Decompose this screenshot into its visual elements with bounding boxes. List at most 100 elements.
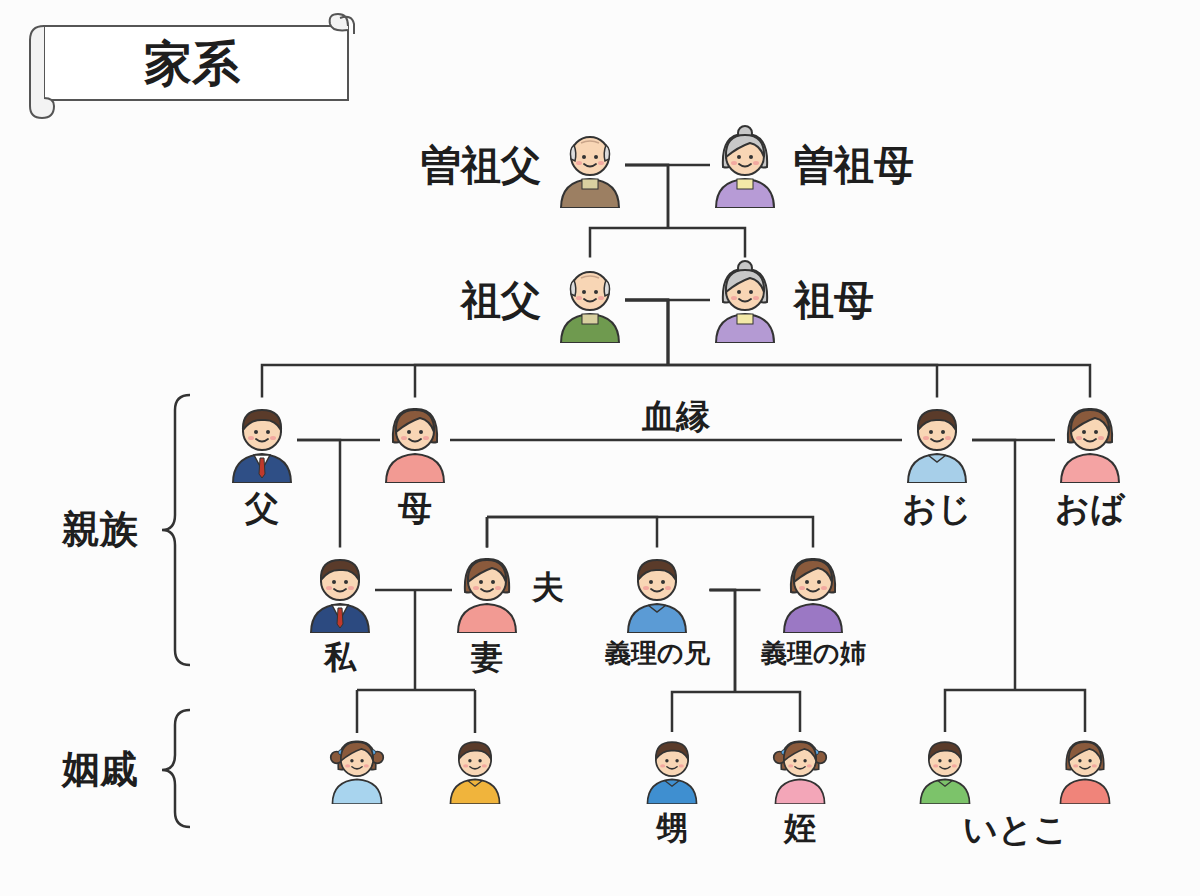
person-icon [778,548,848,633]
person-node: 妻 [452,548,522,676]
group-label: 姻戚 [62,748,138,792]
descent-line [625,300,937,398]
side-hair [570,145,575,161]
cheek [248,436,254,440]
cheek [679,764,684,767]
cheek [731,161,737,165]
body [458,604,516,633]
eye [737,155,741,159]
eye [266,430,270,434]
inner-shirt [737,314,753,324]
eye [350,759,353,762]
descent-line [590,165,668,258]
necktie [337,608,343,628]
hair-front [794,560,832,582]
cheek [753,161,759,165]
head-shine [581,141,599,143]
eye [649,580,653,584]
hair-front [1069,742,1101,761]
icon-row [555,258,625,343]
hair [321,560,359,580]
cheek [1092,764,1097,767]
body [775,779,824,804]
icon-row [642,732,702,804]
person-label: おじ [902,489,972,528]
person-node: 私 [305,548,375,676]
inlaw-bracket [162,710,190,827]
cheek [576,296,582,300]
eye [1088,759,1091,762]
hair [918,410,956,430]
eye [1094,430,1098,434]
child-figure [445,732,505,804]
icon-row [227,398,297,483]
person-icon [327,732,387,804]
hair-front [1071,410,1109,432]
person-node: 義理の姉 [761,548,866,669]
cheek [753,296,759,300]
icon-row [452,548,522,633]
cheek [923,436,929,440]
person-icon [227,398,297,483]
smile [584,164,596,167]
cheek [788,764,793,767]
cheek [945,436,951,440]
person-icon [622,548,692,633]
cheek [933,764,938,767]
eye [749,155,753,159]
person-icon [305,548,375,633]
person-icon [555,258,625,343]
brackets [162,395,190,827]
cheek [482,764,487,767]
person-label: 祖父 [461,277,541,323]
person-node: 義理の兄 [605,548,710,669]
smile [739,299,751,302]
child-lines [357,590,475,733]
body [233,454,291,483]
cheek [731,296,737,300]
eye [1082,430,1086,434]
hair-front [726,135,764,157]
marriage-line [450,439,902,442]
side-hair [604,145,609,161]
hair-front [468,560,506,582]
hair [459,742,491,759]
body [716,179,774,208]
hair [929,742,961,759]
cheek [1076,436,1082,440]
body [450,779,499,804]
title: 家系 [144,36,240,91]
cheek [821,586,827,590]
hair [243,410,281,430]
child-figure [327,732,387,804]
eye [360,759,363,762]
smile [667,767,677,769]
cheek [807,764,812,767]
smile [1084,439,1096,442]
person-node: 祖母 [710,258,874,343]
cheek [364,764,369,767]
smile [352,767,362,769]
necktie [259,458,265,478]
icon-row [778,548,848,633]
descent-line [297,440,340,548]
icon-row [305,548,375,633]
side-hair [570,280,575,296]
person-node: 姪 [770,732,830,847]
eye [665,759,668,762]
person-icon [452,548,522,633]
edge-label: 血縁 [642,397,710,436]
collar [648,605,666,612]
person-label: 妻 [471,639,503,676]
hair-front [396,410,434,432]
child-branch-line [357,590,475,733]
cheek [326,586,332,590]
person-node: いとこ [915,732,1115,849]
eye [407,430,411,434]
eye [661,580,665,584]
eye [929,430,933,434]
